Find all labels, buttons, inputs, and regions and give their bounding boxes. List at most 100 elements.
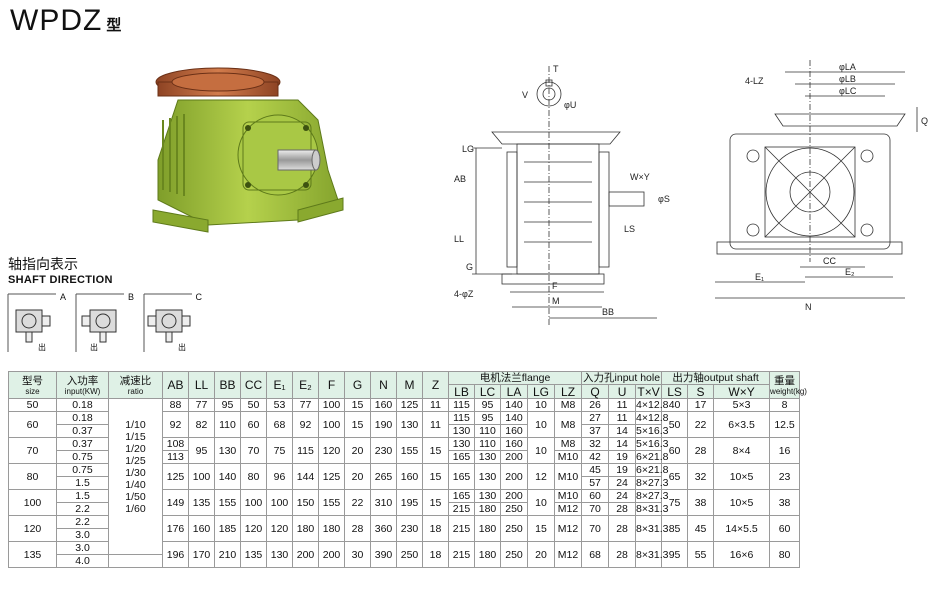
col-e1: E₁	[266, 371, 293, 399]
input-kw-cell: 2.2	[56, 515, 109, 529]
col-e2: E₂	[292, 371, 319, 399]
shaft-direction-title-en: SHAFT DIRECTION	[8, 274, 113, 286]
q-cell: 37	[581, 424, 610, 438]
lg-cell: 10	[527, 437, 555, 464]
lg-cell: 20	[527, 541, 555, 568]
u-cell: 14	[608, 424, 637, 438]
col-ls: LS	[661, 384, 689, 399]
s-cell: 32	[687, 463, 715, 490]
size-cell: 100	[8, 489, 57, 516]
dim-lc-label: φLC	[839, 86, 857, 96]
txv-cell: 5×16.3	[635, 437, 669, 451]
n-cell: 265	[370, 463, 397, 490]
ll-cell: 135	[188, 489, 215, 516]
cc-cell: 100	[240, 489, 267, 516]
lz-cell: M10	[553, 450, 583, 464]
table-subheader-row: LB LC LA LG LZ Q U T×V LS S W×Y	[9, 384, 938, 399]
lg-cell: 10	[527, 489, 555, 516]
la-cell: 160	[500, 424, 528, 438]
wxy-cell: 5×3	[713, 398, 771, 412]
size-cell: 120	[8, 515, 57, 542]
bb-cell: 130	[214, 437, 241, 464]
q-cell: 27	[581, 411, 610, 425]
model-suffix: 型	[106, 17, 123, 34]
m-cell: 125	[396, 398, 423, 412]
ab-cell: 196	[162, 541, 189, 568]
dim-f-label: F	[552, 281, 558, 291]
ls-cell: 60	[661, 437, 689, 464]
input-kw-cell: 0.75	[56, 463, 109, 477]
ll-cell: 77	[188, 398, 215, 412]
bb-cell: 110	[214, 411, 241, 438]
col-lc: LC	[474, 384, 501, 399]
g-cell: 15	[344, 411, 371, 438]
lc-cell: 130	[474, 450, 501, 464]
m-cell: 160	[396, 463, 423, 490]
m-cell: 130	[396, 411, 423, 438]
col-lz: LZ	[553, 384, 583, 399]
n-cell: 310	[370, 489, 397, 516]
lg-cell: 10	[527, 411, 555, 438]
z-cell: 18	[422, 515, 449, 542]
col-la: LA	[500, 384, 528, 399]
la-cell: 140	[500, 398, 528, 412]
txv-cell: 8×27.3	[635, 476, 669, 490]
ratio-cell-empty	[108, 554, 163, 568]
dim-e1-label: E₁	[755, 272, 764, 282]
n-cell: 160	[370, 398, 397, 412]
cc-cell: 50	[240, 398, 267, 412]
input-kw-cell: 1.5	[56, 476, 109, 490]
txv-cell: 8×31.3	[635, 541, 668, 568]
lb-cell: 165	[448, 463, 475, 490]
lz-cell: M12	[553, 541, 583, 568]
m-cell: 195	[396, 489, 423, 516]
direction-c-diagram: C 出	[143, 290, 204, 352]
e2-cell: 150	[292, 489, 319, 516]
f-cell: 100	[318, 411, 345, 438]
q-cell: 45	[581, 463, 610, 477]
col-txv: T×V	[635, 384, 663, 399]
lz-cell: M10	[553, 489, 583, 503]
ratio-value: 1/60	[125, 503, 146, 515]
dim-la-label: φLA	[839, 62, 856, 72]
bb-cell: 95	[214, 398, 241, 412]
lc-cell: 95	[474, 411, 501, 425]
dim-4z-label: 4-φZ	[454, 289, 474, 299]
z-cell: 11	[422, 398, 449, 412]
f-cell: 125	[318, 463, 345, 490]
e1-cell: 68	[266, 411, 293, 438]
f-cell: 100	[318, 398, 345, 412]
lz-cell: M8	[553, 437, 583, 451]
dim-ls-label: LS	[624, 224, 635, 234]
size-cell: 50	[8, 398, 57, 412]
input-kw-cell: 0.18	[56, 398, 109, 412]
e2-cell: 180	[292, 515, 319, 542]
col-group-output-shaft: 出力轴output shaft	[661, 371, 771, 385]
bb-cell: 155	[214, 489, 241, 516]
dim-4lz-label: 4-LZ	[745, 76, 764, 86]
m-cell: 250	[396, 541, 423, 568]
z-cell: 18	[422, 541, 449, 568]
dim-g-label: G	[466, 262, 473, 272]
lb-cell: 215	[448, 541, 475, 568]
input-kw-cell: 0.37	[56, 424, 109, 438]
weight-cell: 60	[769, 515, 801, 542]
dim-m-label: M	[552, 296, 560, 306]
lz-cell: M8	[553, 411, 583, 438]
col-n: N	[370, 371, 397, 399]
e1-cell: 75	[266, 437, 293, 464]
direction-c-out: 出	[178, 343, 186, 352]
col-group-flange: 电机法兰flange	[447, 371, 583, 385]
la-cell: 250	[500, 502, 528, 516]
col-cc: CC	[240, 371, 267, 399]
q-cell: 42	[581, 450, 610, 464]
input-kw-cell: 2.2	[56, 502, 109, 516]
txv-cell: 6×21.8	[635, 463, 669, 477]
s-cell: 22	[687, 411, 715, 438]
z-cell: 11	[422, 411, 449, 438]
weight-cell: 23	[769, 463, 801, 490]
